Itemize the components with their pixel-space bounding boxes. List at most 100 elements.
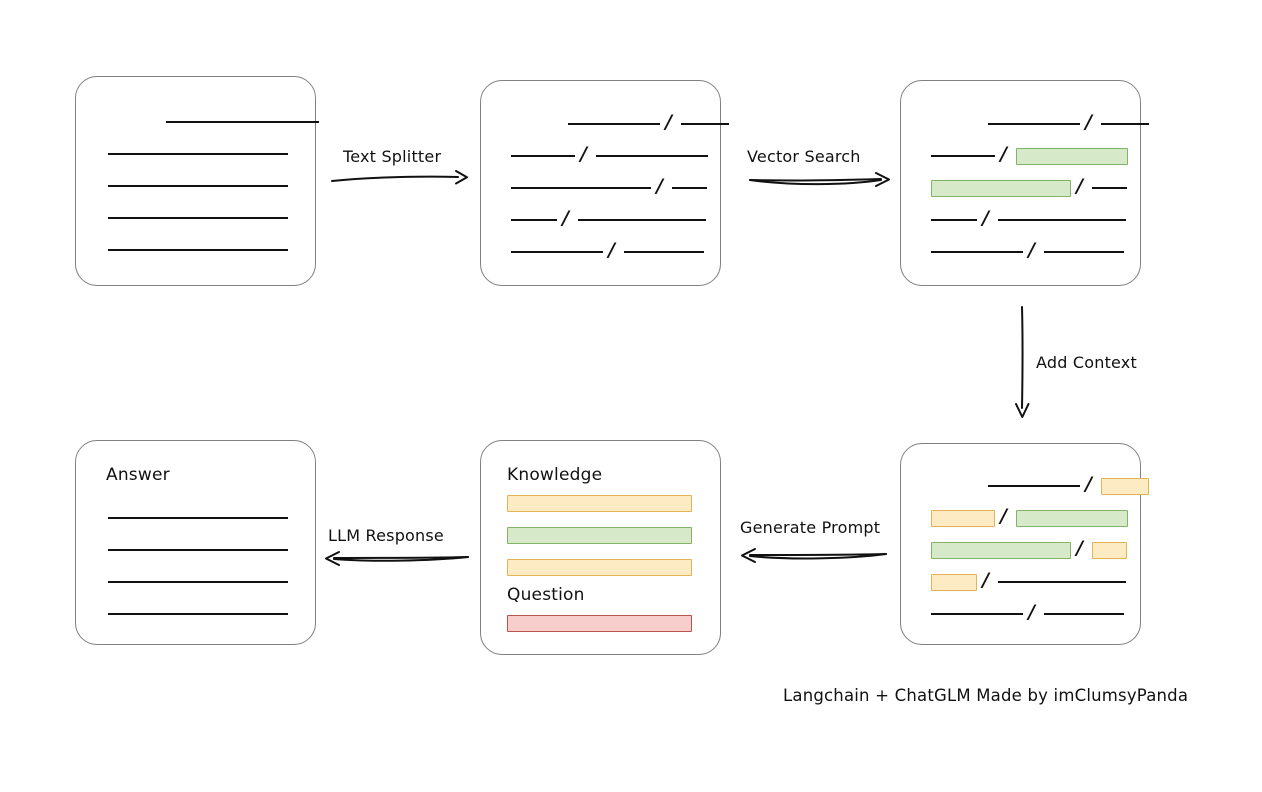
slash-separator: / — [562, 206, 569, 229]
document-row — [108, 175, 288, 197]
slash-separator: / — [1000, 142, 1007, 165]
slash-separator: / — [580, 142, 587, 165]
slash-separator: / — [1085, 110, 1092, 133]
text-line-segment — [988, 485, 1080, 487]
document-row: / — [568, 110, 729, 135]
text-line-segment — [988, 123, 1080, 125]
highlight-chip-green — [1015, 147, 1128, 165]
text-line-segment — [108, 549, 288, 551]
text-line-segment — [108, 185, 288, 187]
edge-label-llm-response: LLM Response — [328, 526, 444, 545]
highlight-chip-yellow — [931, 573, 977, 591]
text-line-segment — [931, 251, 1023, 253]
edge-label-add-context: Add Context — [1036, 353, 1137, 372]
text-line-segment — [108, 517, 288, 519]
highlight-chip-yellow — [1100, 477, 1149, 495]
context-document-box[interactable]: / / / / / — [900, 443, 1149, 645]
text-line-segment — [108, 153, 288, 155]
document-row: / — [511, 206, 706, 231]
text-line-segment — [511, 155, 575, 157]
highlight-chip-green — [931, 541, 1071, 559]
document-row — [166, 111, 319, 133]
edge-label-vector-search: Vector Search — [747, 147, 861, 166]
highlight-chip-green — [1015, 509, 1128, 527]
matched-document-box[interactable]: / / / / / — [900, 80, 1149, 286]
slash-separator: / — [665, 110, 672, 133]
text-line-segment — [595, 155, 708, 157]
document-row: / — [511, 238, 704, 263]
source-document-rows — [76, 77, 319, 285]
arrow-text-splitter — [331, 170, 468, 185]
document-row — [108, 571, 288, 593]
document-row: / — [511, 174, 707, 199]
document-row — [108, 507, 288, 529]
prompt-box[interactable]: Knowledge Question — [480, 440, 721, 655]
text-line-segment — [108, 249, 288, 251]
document-row — [108, 603, 288, 625]
context-document-rows: / / / / / — [901, 444, 1149, 644]
text-line-segment — [680, 123, 729, 125]
document-row — [108, 539, 288, 561]
document-row — [108, 207, 288, 229]
text-line-segment — [511, 219, 557, 221]
question-bar-stack — [481, 441, 720, 654]
document-row: / — [931, 600, 1124, 625]
highlight-chip-green — [931, 179, 1071, 197]
document-row: / — [988, 110, 1149, 135]
slash-separator: / — [1028, 600, 1035, 623]
text-line-segment — [931, 219, 977, 221]
text-line-segment — [997, 581, 1126, 583]
slash-separator: / — [656, 174, 663, 197]
text-line-segment — [931, 155, 995, 157]
text-line-segment — [511, 187, 651, 189]
slash-separator: / — [982, 206, 989, 229]
slash-separator: / — [1085, 472, 1092, 495]
document-row: / — [931, 536, 1127, 561]
slash-separator: / — [608, 238, 615, 261]
text-line-segment — [568, 123, 660, 125]
text-line-segment — [108, 217, 288, 219]
arrow-generate-prompt — [741, 548, 887, 563]
split-document-box[interactable]: / / / / / — [480, 80, 729, 286]
document-row — [108, 143, 288, 165]
highlight-chip-yellow — [931, 509, 995, 527]
answer-rows — [76, 441, 315, 644]
text-line-segment — [623, 251, 704, 253]
slash-separator: / — [1076, 536, 1083, 559]
text-line-segment — [1043, 613, 1124, 615]
question-label: Question — [507, 585, 585, 605]
document-row — [108, 239, 288, 261]
document-row: / — [931, 238, 1124, 263]
slash-separator: / — [1000, 504, 1007, 527]
document-row: / — [931, 142, 1128, 167]
source-document-box[interactable] — [75, 76, 319, 286]
slash-separator: / — [1076, 174, 1083, 197]
text-line-segment — [671, 187, 707, 189]
slash-separator: / — [982, 568, 989, 591]
text-line-segment — [577, 219, 706, 221]
text-line-segment — [1100, 123, 1149, 125]
prompt-bar-yellow — [507, 559, 692, 576]
prompt-bar-green — [507, 527, 692, 544]
document-row: / — [931, 206, 1126, 231]
document-row: / — [988, 472, 1149, 497]
answer-box[interactable]: Answer — [75, 440, 316, 645]
arrow-add-context — [1015, 306, 1030, 418]
edge-label-text-splitter: Text Splitter — [343, 147, 442, 166]
prompt-bar-yellow — [507, 495, 692, 512]
text-line-segment — [108, 613, 288, 615]
footer-credit: Langchain + ChatGLM Made by imClumsyPand… — [783, 686, 1189, 705]
slash-separator: / — [1028, 238, 1035, 261]
matched-document-rows: / / / / / — [901, 81, 1149, 285]
answer-label: Answer — [106, 465, 170, 485]
text-line-segment — [1091, 187, 1127, 189]
text-line-segment — [997, 219, 1126, 221]
document-row: / — [931, 174, 1127, 199]
highlight-chip-yellow — [1091, 541, 1127, 559]
document-row: / — [511, 142, 708, 167]
document-row: / — [931, 568, 1126, 593]
text-line-segment — [931, 613, 1023, 615]
document-row: / — [931, 504, 1128, 529]
text-line-segment — [1043, 251, 1124, 253]
